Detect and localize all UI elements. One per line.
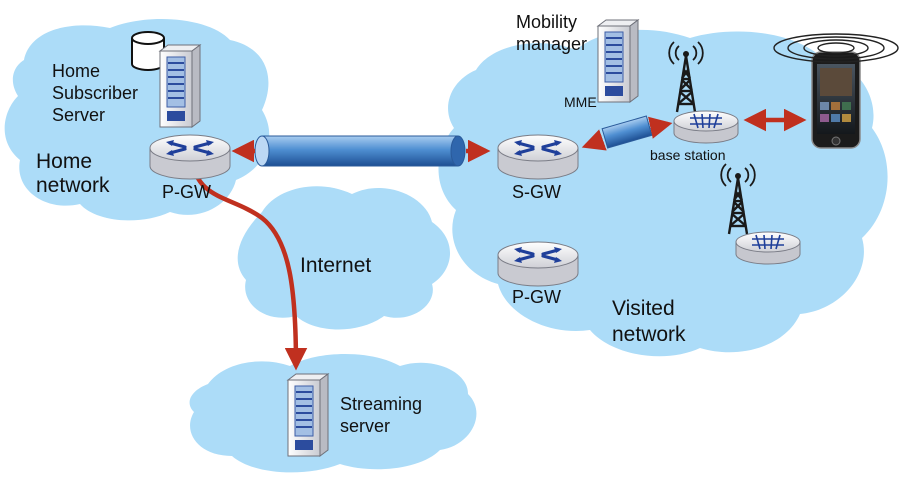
database-icon	[131, 31, 165, 71]
signal-waves-icon	[773, 33, 899, 63]
arrow-tunnel-bs	[648, 116, 673, 139]
mobility-manager-label: Mobility manager	[516, 12, 587, 54]
visited-pgw-router-icon	[496, 240, 580, 288]
home-network-label: Home network	[36, 150, 110, 197]
streaming-cloud	[189, 354, 477, 473]
smartphone-icon	[811, 51, 861, 149]
visited-pgw-label: P-GW	[512, 287, 561, 307]
visited-network-label: Visited network	[612, 297, 686, 346]
arrows	[182, 108, 807, 371]
streaming-server-icon	[287, 373, 329, 457]
hss-label: Home Subscriber Server	[52, 61, 143, 125]
arrow-pgw-streaming	[182, 153, 308, 371]
gtp-tunnel	[254, 135, 466, 167]
arrow-sgw-bs	[581, 129, 607, 151]
sgw-label: S-GW	[512, 182, 561, 202]
internet-label: Internet	[300, 254, 371, 277]
home-pgw-router-icon	[148, 133, 232, 181]
base-station-label: base station	[650, 147, 726, 163]
streaming-server-label: Streaming server	[340, 394, 427, 436]
sgw-router-icon	[496, 133, 580, 181]
mme-server-icon	[597, 19, 639, 103]
home-subscriber-server-icon	[159, 44, 201, 128]
base-station-icon	[673, 110, 739, 144]
base-station-2-icon	[735, 231, 801, 265]
mme-label: MME	[564, 94, 597, 110]
home-pgw-label: P-GW	[162, 182, 211, 202]
